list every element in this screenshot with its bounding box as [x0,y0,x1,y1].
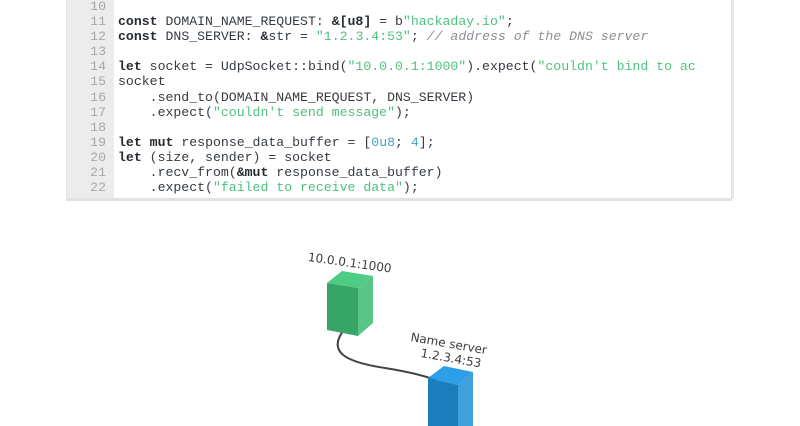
line-number: 20 [90,149,106,165]
code-line: 20 let (size, sender) = socket [67,150,731,165]
code-line: 13 [67,44,731,59]
code-line: 14 let socket = UdpSocket::bind("10.0.0.1… [67,59,731,74]
code-line: 17 .expect("couldn't send message"); [67,105,731,120]
code-token: .expect( [118,104,213,120]
line-number: 16 [90,89,106,105]
line-number-gutter [67,0,114,198]
code-token: "couldn't bind to ac [537,59,696,75]
client-node-front [327,283,358,336]
code-token: socket = UdpSocket::bind( [141,59,348,75]
client-node [327,271,373,336]
code-token: .recv_from( [118,165,237,181]
code-token: = b [371,14,403,30]
line-number: 13 [90,44,106,60]
code-token: .send_to(DOMAIN_NAME_REQUEST, DNS_SERVER… [118,89,475,105]
client-node-top [327,271,373,288]
code-token: ).expect( [466,59,538,75]
code-token: // address of the DNS server [426,29,649,45]
code-token: str = [268,29,316,45]
code-token: response_data_buffer = [ [173,134,372,150]
code-line: 15 socket [67,74,731,89]
line-number: 11 [90,14,106,30]
code-line: 18 [67,120,731,135]
code-line: 16 .send_to(DOMAIN_NAME_REQUEST, DNS_SER… [67,90,731,105]
code-token: let [118,134,142,150]
code-token: ]; [418,134,435,150]
line-number: 21 [90,165,106,181]
code-token: &[u8] [331,14,372,30]
server-node-top [428,366,473,385]
server-node-side [458,372,473,426]
line-number: 17 [90,104,106,120]
code-token: let [118,149,142,165]
line-number: 19 [90,134,106,150]
line-number: 18 [90,119,106,135]
code-line: 22 .expect("failed to receive data"); [67,180,731,195]
code-token: ); [402,180,419,196]
code-token: "couldn't send message" [212,104,395,120]
code-token: ); [395,104,411,120]
code-token: ; [410,29,427,45]
line-number: 12 [90,29,106,45]
code-line: 10 [67,0,731,14]
code-token: 0u8 [371,134,396,150]
code-line: 11 const DOMAIN_NAME_REQUEST: &[u8] = b"h… [67,14,731,29]
code-token: DOMAIN_NAME_REQUEST: [157,14,332,30]
code-token: (size, sender) = socket [141,149,332,165]
line-number: 15 [90,74,106,90]
code-token: let [118,59,142,75]
code-token: "1.2.3.4:53" [315,29,411,45]
server-node-front [428,378,458,426]
code-token: mut [149,134,174,150]
client-node-side [358,276,373,336]
code-token: & [260,29,269,45]
code-token: "10.0.0.1:1000" [347,59,467,75]
code-token: const [118,29,158,45]
code-line: 21 .recv_from(&mut response_data_buffer) [67,165,731,180]
line-number: 22 [90,180,106,196]
line-number: 10 [90,0,106,14]
code-token: "hackaday.io" [402,14,506,30]
code-token: &mut [236,165,269,181]
code-token: socket [118,74,166,90]
server-node [428,366,473,426]
line-number: 14 [90,59,106,75]
code-token: DNS_SERVER: [157,29,261,45]
code-token: 4 [410,134,419,150]
code-token: const [118,14,158,30]
code-token: "failed to receive data" [212,180,403,196]
code-line: 19 let mut response_data_buffer = [0u8; 4… [67,135,731,150]
code-token: ; [395,134,411,150]
code-token: ; [505,14,514,30]
udp-link [336,330,437,381]
code-token: response_data_buffer) [268,165,443,181]
code-line: 12 const DNS_SERVER: &str = "1.2.3.4:53";… [67,29,731,44]
code-token: .expect( [118,180,213,196]
